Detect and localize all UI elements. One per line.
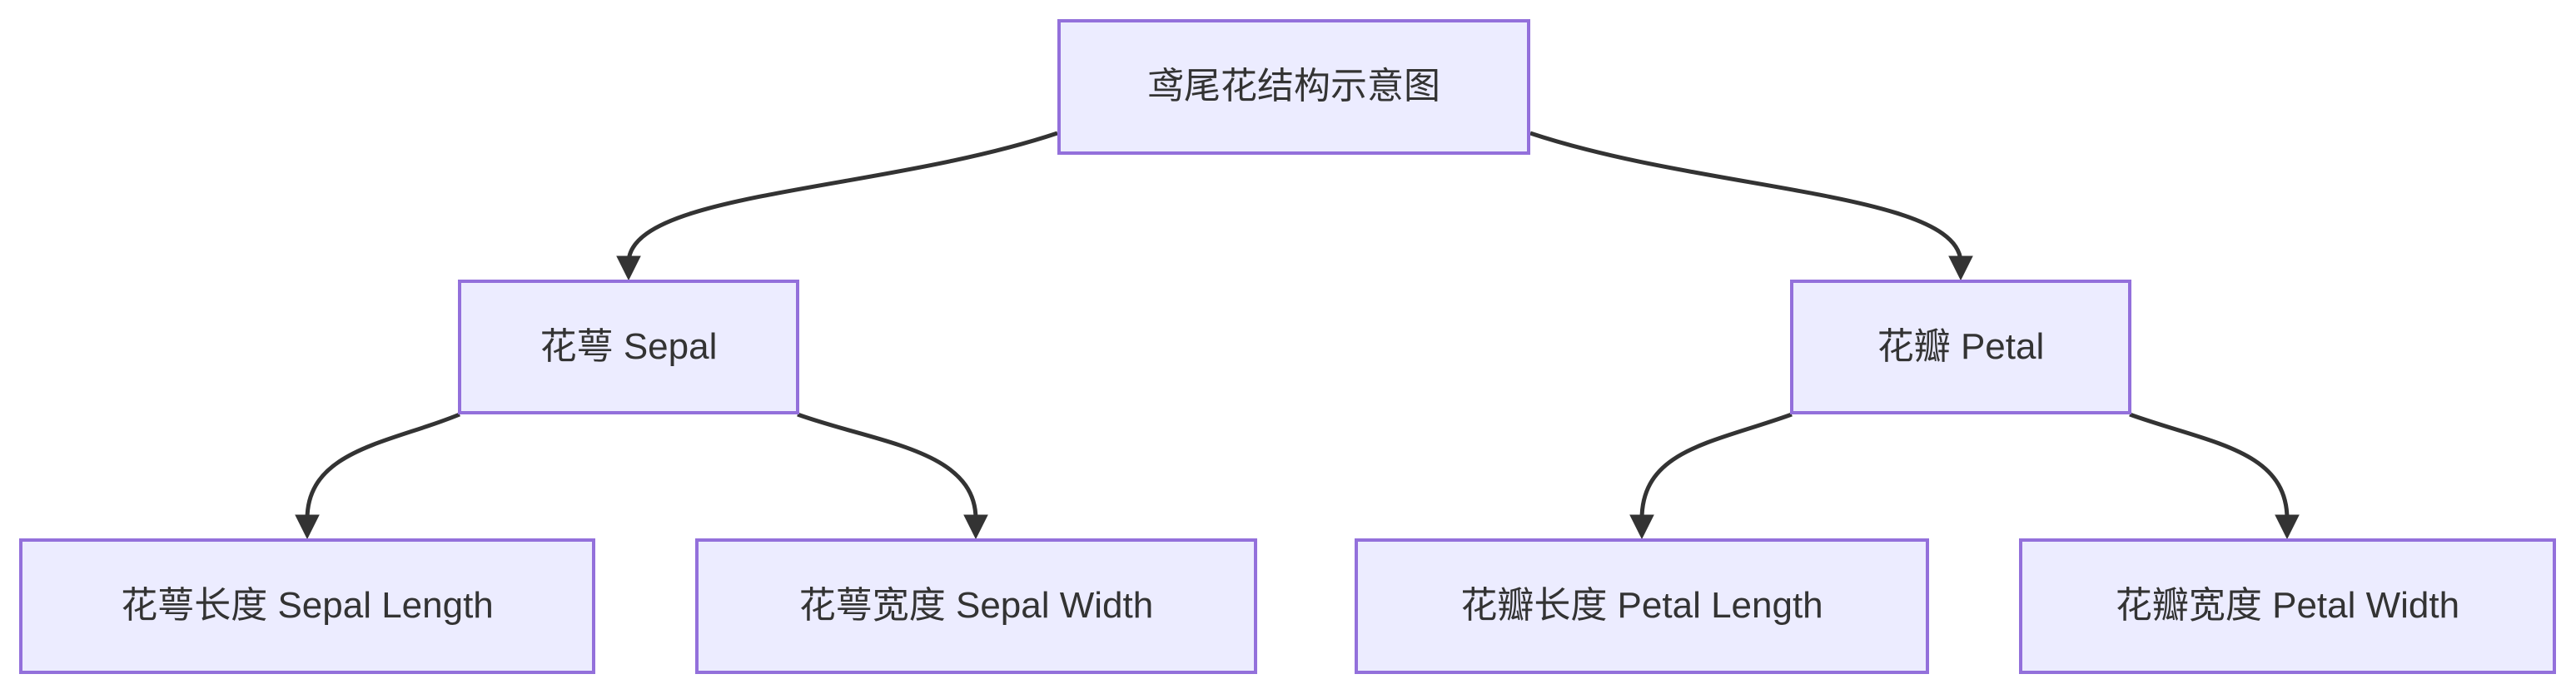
arrowhead-root-petal: [1948, 255, 1973, 281]
node-sepal-length-label: 花萼长度 Sepal Length: [121, 585, 494, 627]
node-petal: 花瓣 Petal: [1790, 280, 2131, 414]
node-sepal-width-label: 花萼宽度 Sepal Width: [798, 585, 1154, 627]
arrowhead-sepal-sepal-length: [295, 514, 320, 540]
node-root: 鸢尾花结构示意图: [1057, 19, 1530, 155]
node-petal-length: 花瓣长度 Petal Length: [1355, 538, 1929, 674]
node-sepal: 花萼 Sepal: [458, 280, 799, 414]
node-sepal-label: 花萼 Sepal: [540, 325, 718, 367]
edge-petal-petal-width: [2129, 412, 2290, 520]
node-petal-label: 花瓣 Petal: [1877, 325, 2045, 367]
edge-petal-petal-length: [1639, 412, 1793, 520]
arrowhead-petal-petal-length: [1629, 514, 1654, 540]
node-petal-width: 花瓣宽度 Petal Width: [2019, 538, 2556, 674]
node-root-label: 鸢尾花结构示意图: [1147, 66, 1440, 107]
arrowhead-sepal-sepal-width: [963, 514, 988, 540]
arrowhead-petal-petal-width: [2275, 514, 2300, 540]
arrowhead-root-sepal: [616, 255, 641, 281]
node-petal-length-label: 花瓣长度 Petal Length: [1460, 585, 1823, 627]
edge-sepal-sepal-width: [797, 412, 978, 520]
node-petal-width-label: 花瓣宽度 Petal Width: [2115, 585, 2460, 627]
edge-root-sepal: [626, 131, 1058, 262]
edge-sepal-sepal-length: [305, 412, 460, 520]
node-sepal-width: 花萼宽度 Sepal Width: [695, 538, 1257, 674]
edge-root-petal: [1529, 131, 1963, 262]
node-sepal-length: 花萼长度 Sepal Length: [19, 538, 595, 674]
